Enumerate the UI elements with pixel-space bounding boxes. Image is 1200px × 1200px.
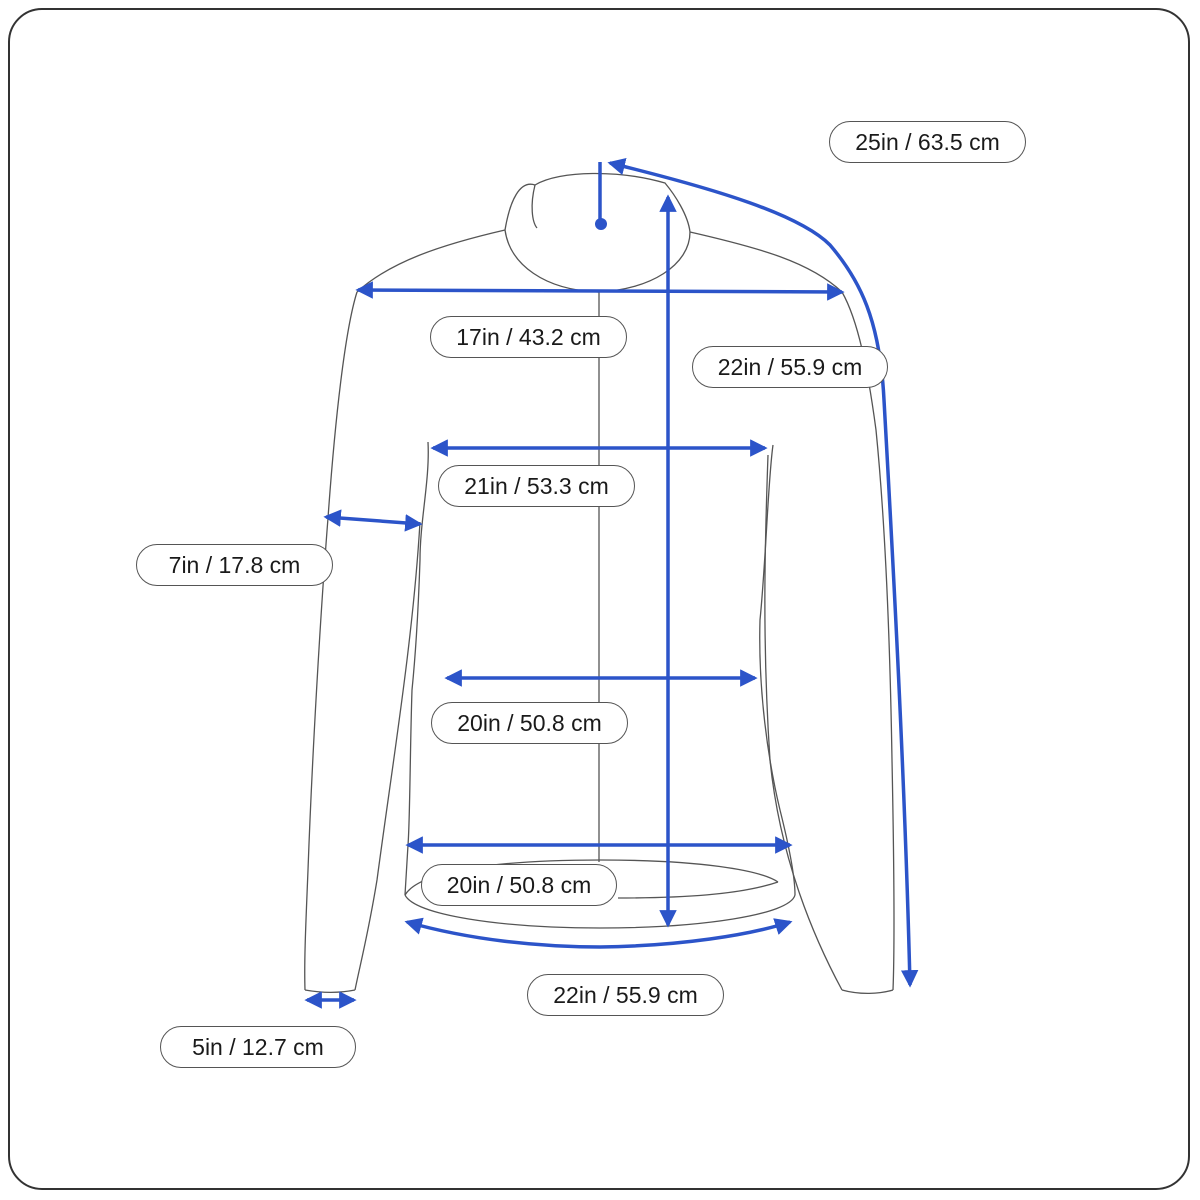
right-body-side bbox=[759, 444, 796, 896]
bicep-width-label: 7in / 17.8 cm bbox=[136, 544, 333, 586]
right-sleeve-outer bbox=[841, 291, 895, 991]
hem-circumference-line bbox=[404, 917, 793, 949]
right-sleeve-inner bbox=[764, 454, 843, 991]
center-back-dot bbox=[595, 218, 607, 230]
right-shoulder bbox=[689, 231, 843, 293]
left-body-side bbox=[404, 441, 429, 896]
bicep-line bbox=[323, 509, 423, 532]
left-sleeve-outer bbox=[304, 291, 358, 991]
left-shoulder bbox=[356, 229, 506, 293]
shoulder-line bbox=[355, 281, 845, 301]
hem-circumference-label: 22in / 55.9 cm bbox=[527, 974, 724, 1016]
waist-width-label: 20in / 50.8 cm bbox=[431, 702, 628, 744]
collar-inner bbox=[504, 229, 691, 293]
hem-width-label: 20in / 50.8 cm bbox=[421, 864, 617, 906]
left-sleeve-inner bbox=[354, 521, 421, 991]
collar-fold bbox=[531, 184, 538, 229]
chest-width-label: 21in / 53.3 cm bbox=[438, 465, 635, 507]
cuff-width-label: 5in / 12.7 cm bbox=[160, 1026, 356, 1068]
body-length-label: 22in / 55.9 cm bbox=[692, 346, 888, 388]
left-cuff bbox=[304, 989, 356, 993]
hem-back bbox=[617, 881, 779, 899]
shoulder-width-label: 17in / 43.2 cm bbox=[430, 316, 627, 358]
total-length-label: 25in / 63.5 cm bbox=[829, 121, 1026, 163]
right-cuff bbox=[841, 989, 894, 995]
